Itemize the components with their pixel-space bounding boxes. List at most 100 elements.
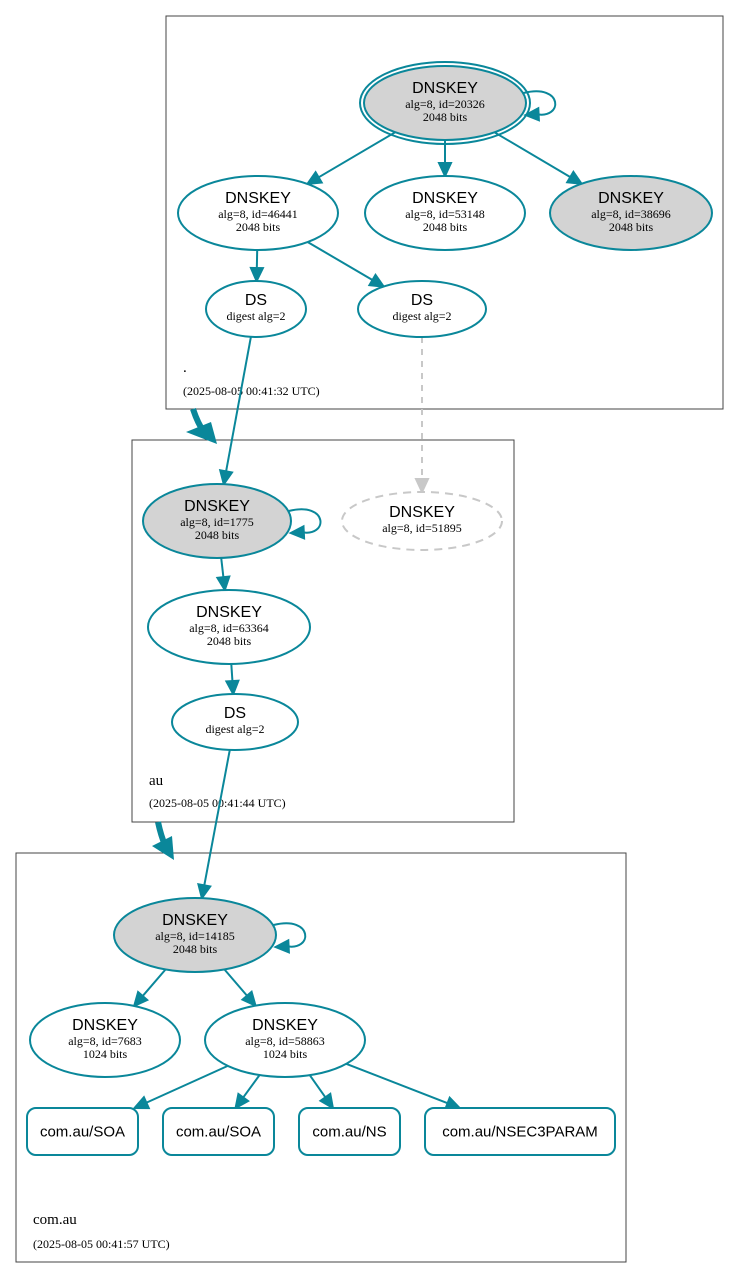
edge-arrowhead — [197, 883, 212, 901]
node-rr_ns[interactable]: com.au/NS — [298, 1107, 401, 1156]
zone-name-root: . — [183, 360, 187, 376]
rrset-label: com.au/SOA — [176, 1124, 261, 1141]
edge-comau_zsk2-to-rr_soa1 — [132, 1064, 229, 1110]
edge-line — [220, 557, 225, 579]
edge-arrowhead — [437, 162, 453, 179]
ds-detail: digest alg=2 — [392, 309, 451, 323]
edge-line — [308, 1074, 327, 1099]
self-loop-line — [288, 508, 322, 534]
edge-comau_zsk2-to-rr_soa2 — [234, 1074, 261, 1110]
edge-line — [241, 1074, 261, 1099]
dnskey-detail: 1024 bits — [263, 1047, 308, 1061]
node-rr_soa1[interactable]: com.au/SOA — [26, 1107, 139, 1156]
self-loop-arrowhead — [523, 106, 540, 122]
edge-comau_ksk-to-comau_zsk2 — [223, 968, 258, 1008]
ds-title: DS — [245, 292, 267, 309]
edge-root_ds1-to-au_ksk — [218, 336, 252, 487]
edge-comau_zsk2-to-rr_nsec3param — [345, 1062, 462, 1110]
edge-line — [317, 131, 396, 179]
zone-name-au: au — [149, 773, 164, 789]
dnskey-detail: 2048 bits — [195, 528, 240, 542]
rrset-box — [424, 1107, 616, 1156]
self-loop-line — [523, 90, 557, 116]
dnskey-detail: 1024 bits — [83, 1047, 128, 1061]
dnskey-title: DNSKEY — [598, 190, 664, 207]
ds-detail: digest alg=2 — [205, 722, 264, 736]
dnskey-detail: 2048 bits — [423, 220, 468, 234]
dnskey-detail: alg=8, id=1775 — [180, 515, 254, 529]
edge-comau_ksk-to-comau_ksk — [273, 922, 307, 954]
edge-root_ksk-to-root_zsk2 — [437, 140, 453, 179]
dnskey-title: DNSKEY — [389, 504, 455, 521]
edge-line — [223, 968, 249, 998]
edge-root_ksk-to-root_zsk1 — [305, 131, 396, 186]
self-loop-line — [273, 922, 307, 948]
dnskey-detail: alg=8, id=58863 — [245, 1034, 325, 1048]
dnskey-detail: alg=8, id=63364 — [189, 621, 269, 635]
edge-arrowhead — [318, 1092, 335, 1110]
edge-root_ds2-to-au_missing — [414, 337, 430, 495]
edge-arrowhead — [305, 170, 324, 186]
dnskey-title: DNSKEY — [412, 190, 478, 207]
dnskey-ellipse — [142, 483, 292, 559]
dnskey-title: DNSKEY — [196, 604, 262, 621]
zone-box-comau — [15, 852, 627, 1263]
zone-au: au (2025-08-05 00:41:44 UTC) — [131, 439, 515, 823]
zone-timestamp-root: (2025-08-05 00:41:32 UTC) — [183, 384, 320, 398]
edge-root_zsk1-to-root_ds1 — [249, 249, 265, 284]
trust-anchor-ring — [359, 61, 531, 145]
edge-line — [307, 241, 374, 282]
self-loop-arrowhead — [288, 524, 306, 540]
node-rr_nsec3param[interactable]: com.au/NSEC3PARAM — [424, 1107, 616, 1156]
dnskey-ellipse — [363, 65, 527, 141]
missing-key-ellipse — [341, 491, 503, 551]
edge-arrowhead — [215, 575, 231, 593]
dnskey-ellipse — [113, 897, 277, 973]
dnskey-detail: alg=8, id=7683 — [68, 1034, 142, 1048]
edge-line — [345, 1062, 449, 1105]
node-rr_soa2[interactable]: com.au/SOA — [162, 1107, 275, 1156]
zone-timestamp-au: (2025-08-05 00:41:44 UTC) — [149, 796, 286, 810]
dnskey-detail: 2048 bits — [173, 942, 218, 956]
zone-box-root — [165, 15, 724, 410]
rrset-box — [298, 1107, 401, 1156]
edge-comau_ksk-to-comau_zsk1 — [132, 968, 167, 1008]
dnskey-detail: alg=8, id=38696 — [591, 207, 671, 221]
dnskey-ellipse — [29, 1002, 181, 1078]
dnskey-detail: 2048 bits — [207, 634, 252, 648]
dnskey-ellipse — [204, 1002, 366, 1078]
zones-layer: . (2025-08-05 00:41:32 UTC) au (2025-08-05 … — [15, 15, 724, 1263]
dnskey-detail: alg=8, id=14185 — [155, 929, 235, 943]
delegation-arrowhead — [186, 422, 217, 444]
ds-ellipse — [171, 693, 299, 751]
edge-arrowhead — [224, 679, 240, 697]
edge-arrowhead — [249, 266, 265, 284]
edge-root_ksk-to-root_zsk3 — [493, 131, 584, 185]
ds-title: DS — [224, 705, 246, 722]
edge-line — [203, 749, 231, 887]
delegations-layer — [152, 408, 217, 860]
self-loop-arrowhead — [273, 938, 290, 954]
edge-comau_zsk2-to-rr_ns — [308, 1074, 335, 1110]
edge-au_zsk-to-au_ds — [224, 663, 240, 697]
dnskey-detail: alg=8, id=20326 — [405, 97, 485, 111]
dnskey-title: DNSKEY — [162, 912, 228, 929]
dnskey-title: DNSKEY — [412, 80, 478, 97]
edge-root_zsk1-to-root_ds2 — [307, 241, 386, 288]
dnskey-title: DNSKEY — [225, 190, 291, 207]
